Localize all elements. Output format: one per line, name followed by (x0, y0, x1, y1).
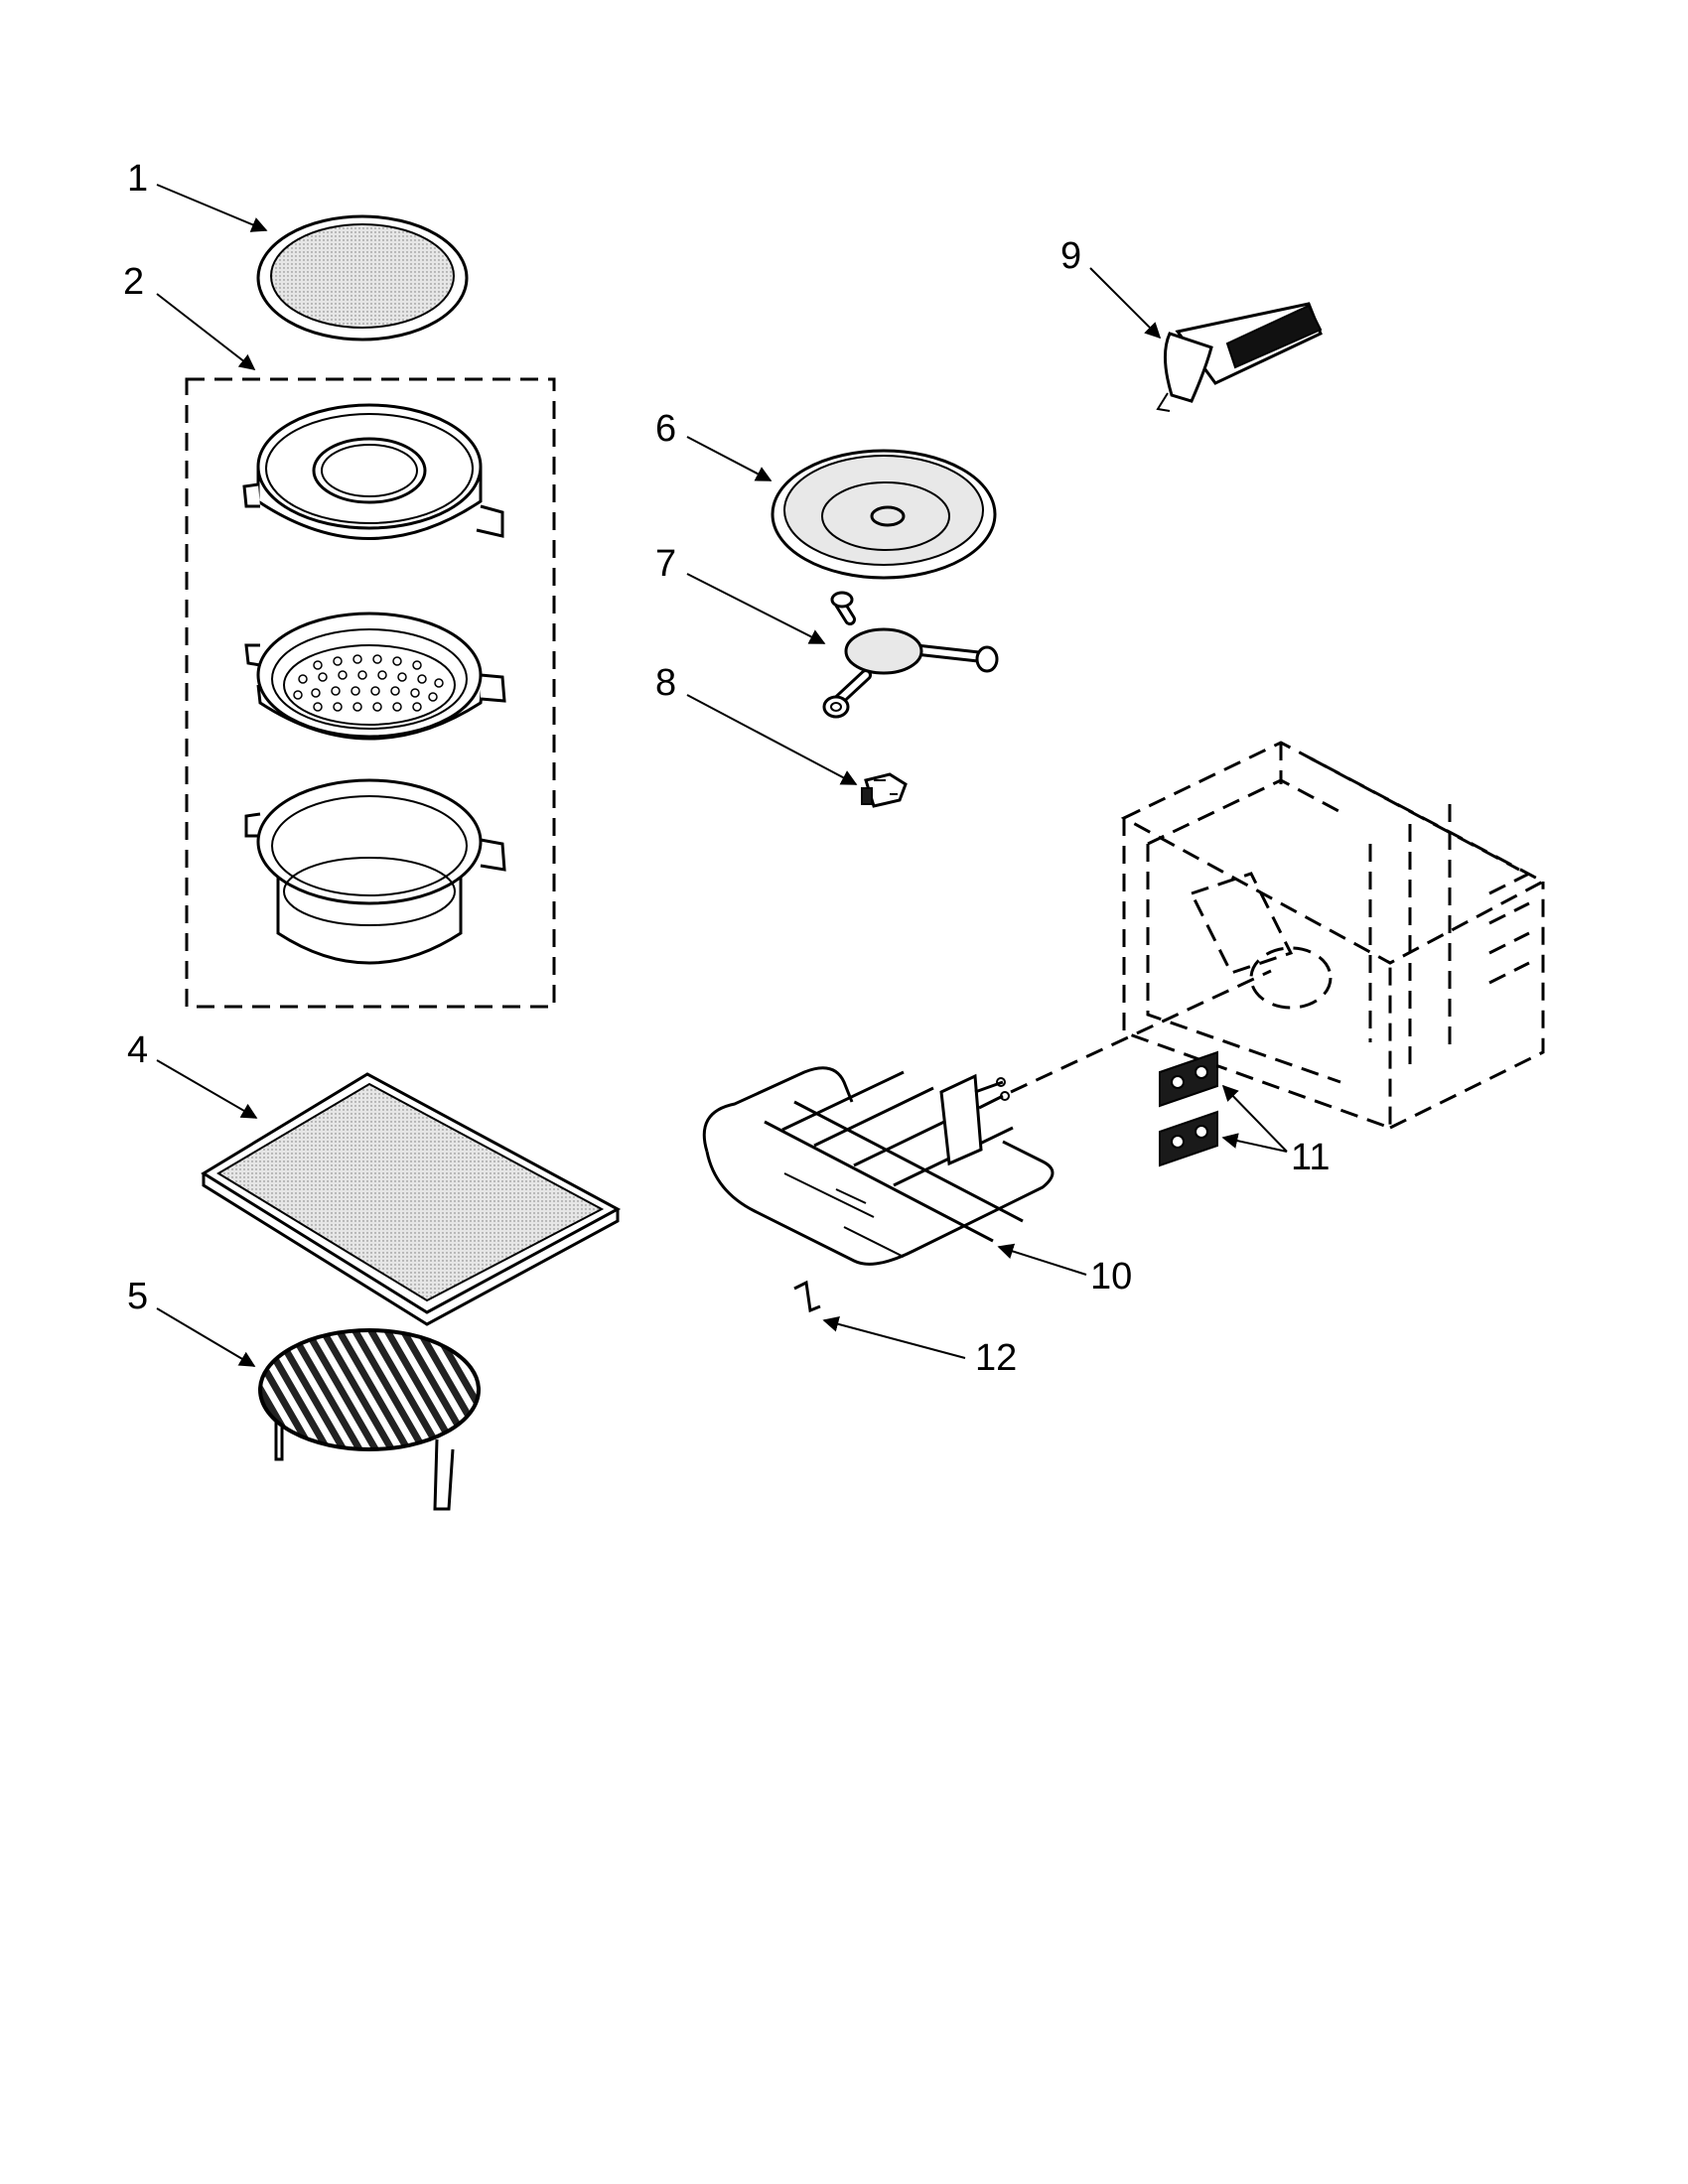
callout-2: 2 (123, 261, 144, 303)
part-11-mica-cover[interactable] (1159, 1050, 1218, 1167)
part-2-steamer-lid[interactable] (242, 403, 504, 540)
part-1-crisper-plate[interactable] (256, 214, 469, 341)
part-4-baking-tray[interactable] (201, 1072, 622, 1326)
part-5-wire-rack[interactable] (258, 1328, 481, 1511)
leader-9 (1089, 267, 1162, 340)
callout-8: 8 (655, 662, 676, 704)
steamer-holes (293, 654, 444, 712)
oven-cavity-reference (1120, 741, 1547, 1131)
part-2-steamer-bowl[interactable] (244, 778, 506, 965)
leader-1 (156, 184, 268, 232)
callout-12: 12 (975, 1337, 1017, 1379)
callout-1: 1 (127, 158, 148, 200)
part-9-handle[interactable] (1156, 302, 1323, 412)
leader-11a (1221, 1084, 1288, 1153)
leader-11b (1221, 1133, 1288, 1153)
leader-12 (822, 1315, 966, 1359)
leader-2 (156, 293, 256, 370)
leader-8 (686, 694, 858, 785)
part-12-clip[interactable] (793, 1280, 821, 1313)
part-10-heating-element[interactable] (702, 1066, 1055, 1266)
callout-11: 11 (1291, 1137, 1330, 1178)
callout-9: 9 (1060, 235, 1081, 277)
part-6-turntable-tray[interactable] (771, 449, 997, 580)
leader-4 (156, 1059, 258, 1119)
part-2-group-box (185, 377, 556, 1009)
leader-5 (156, 1307, 256, 1367)
leader-6 (686, 436, 773, 481)
part-2-steamer-basket[interactable] (244, 612, 506, 741)
leader-10 (997, 1243, 1087, 1276)
callout-10: 10 (1090, 1256, 1132, 1297)
part-8-coupler[interactable] (861, 772, 908, 808)
leader-7 (686, 573, 826, 644)
callout-6: 6 (655, 408, 676, 450)
callout-5: 5 (127, 1276, 148, 1317)
callout-4: 4 (127, 1029, 148, 1071)
element-alignment-line (1010, 969, 1272, 1094)
callout-7: 7 (655, 543, 676, 585)
part-7-roller-support[interactable] (822, 591, 999, 719)
